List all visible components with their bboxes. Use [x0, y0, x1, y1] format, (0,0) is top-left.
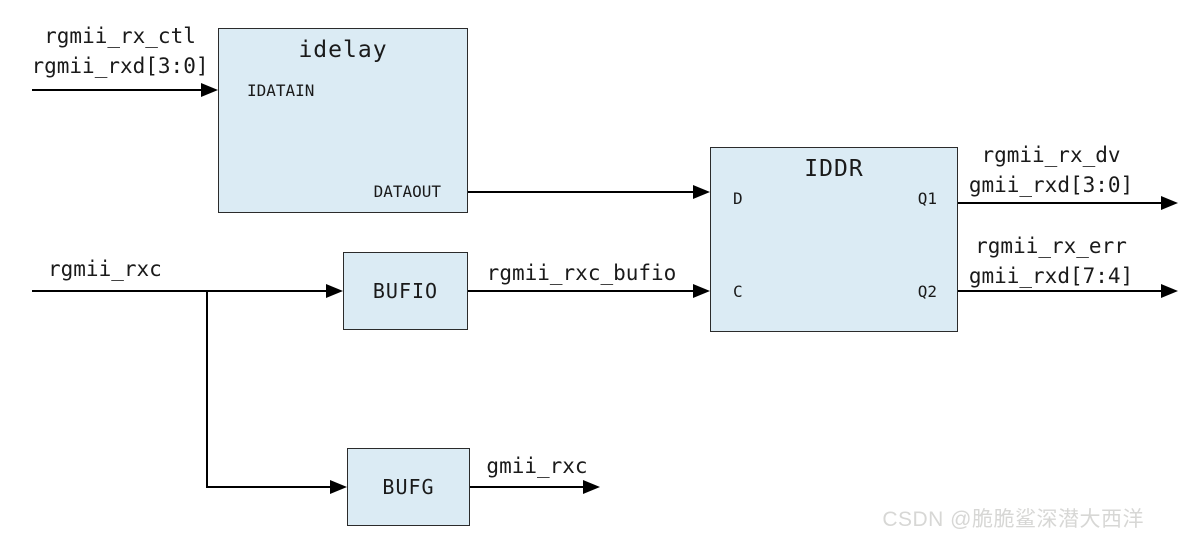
label-rgmii-rxc-bufio: rgmii_rxc_bufio [486, 261, 677, 285]
bufg-block: BUFG [347, 448, 470, 526]
label-rgmii-rxd-3-0: rgmii_rxd[3:0] [31, 54, 209, 78]
label-gmii-rxd-7-4: gmii_rxd[7:4] [968, 264, 1134, 288]
arrowhead-iddr-q1-out [1161, 196, 1178, 210]
wire-input-to-idelay [32, 89, 203, 91]
wire-bufg-out [470, 486, 585, 488]
bufio-block: BUFIO [343, 252, 468, 330]
bufg-title: BUFG [382, 475, 435, 499]
label-input-signals: rgmii_rx_ctl rgmii_rxd[3:0] [25, 21, 215, 81]
idelay-title: idelay [298, 37, 388, 63]
wire-rgmii-rxc-branch-vertical [206, 290, 208, 487]
arrowhead-input-to-idelay [201, 83, 218, 97]
wire-branch-to-bufg [206, 486, 332, 488]
wire-rgmii-rxc-to-bufio [32, 290, 328, 292]
csdn-watermark: CSDN @脆脆鲨深潜大西洋 [882, 508, 1144, 531]
label-rgmii-rx-dv: rgmii_rx_dv [981, 143, 1121, 167]
arrowhead-rgmii-rxc-to-bufio [326, 284, 343, 298]
label-rgmii-rx-ctl: rgmii_rx_ctl [44, 24, 196, 48]
wire-iddr-q2-out [958, 290, 1163, 292]
idelay-port-idatain: IDATAIN [247, 81, 315, 100]
label-gmii-rxd-3-0: gmii_rxd[3:0] [968, 173, 1134, 197]
label-q1-signals: rgmii_rx_dv gmii_rxd[3:0] [955, 140, 1147, 200]
arrowhead-iddr-q2-out [1161, 284, 1178, 298]
arrowhead-bufio-to-iddr [693, 284, 710, 298]
iddr-block: IDDR D Q1 C Q2 [710, 147, 958, 332]
arrowhead-idelay-to-iddr [693, 185, 710, 199]
arrowhead-branch-to-bufg [330, 480, 347, 494]
idelay-port-dataout: DATAOUT [373, 182, 441, 201]
arrowhead-bufg-out [583, 480, 600, 494]
iddr-port-d: D [733, 189, 743, 208]
label-gmii-rxc: gmii_rxc [486, 454, 588, 478]
wire-bufio-to-iddr [468, 290, 695, 292]
label-rgmii-rxc: rgmii_rxc [48, 257, 162, 281]
bufio-title: BUFIO [372, 279, 439, 303]
wire-iddr-q1-out [958, 202, 1163, 204]
iddr-port-q1: Q1 [917, 189, 937, 208]
iddr-title: IDDR [804, 156, 864, 182]
wire-idelay-to-iddr [468, 191, 695, 193]
label-q2-signals: rgmii_rx_err gmii_rxd[7:4] [955, 231, 1147, 291]
iddr-port-q2: Q2 [917, 282, 937, 301]
label-rgmii-rx-err: rgmii_rx_err [975, 234, 1127, 258]
idelay-block: idelay IDATAIN DATAOUT [218, 28, 468, 213]
iddr-port-c: C [733, 282, 743, 301]
